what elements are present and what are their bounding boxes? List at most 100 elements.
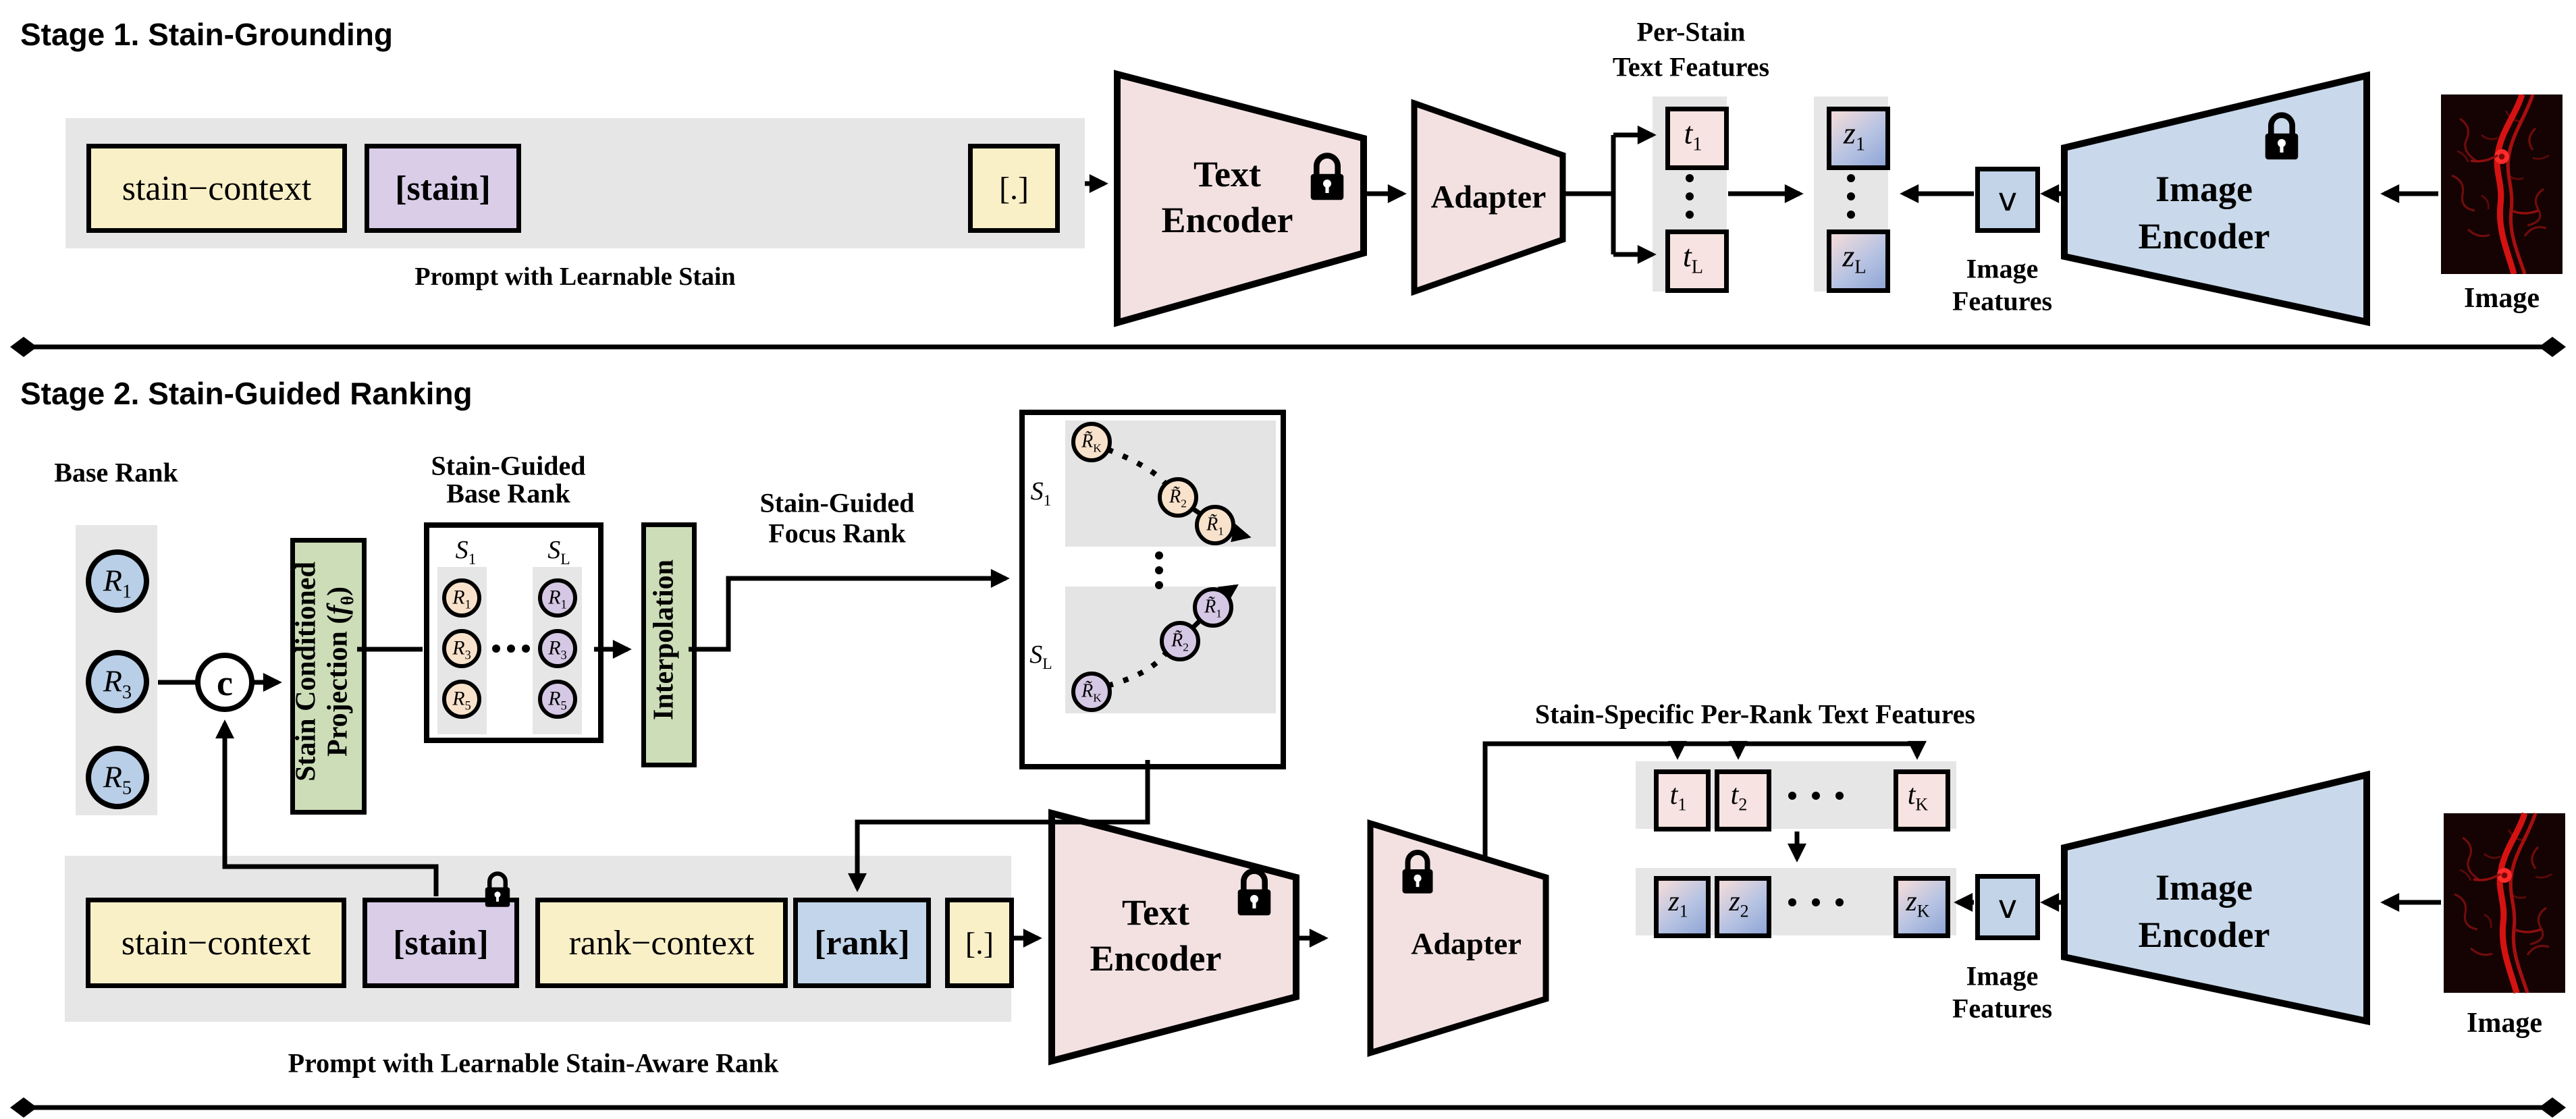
focus-top-arrow	[1231, 524, 1252, 543]
concat-label: c	[217, 663, 233, 703]
stage2-rank-context-label: rank−context	[568, 923, 755, 962]
stage2-stain-token: [stain]	[363, 898, 519, 988]
focus-top-R2-label: R̃2	[1169, 486, 1187, 510]
stage2-image-caption: Image	[2467, 1008, 2542, 1039]
base-rank-node-R3	[86, 650, 149, 713]
focus-bottom-R2	[1160, 621, 1200, 661]
stage-separator-2	[10, 1097, 2566, 1118]
stage1-v-label: v	[1997, 181, 2018, 219]
stage1-text-encoder-line1: Text	[1193, 154, 1262, 194]
stage2-class-token-label: [.]	[965, 925, 994, 960]
stage1-class-token: [.]	[968, 144, 1060, 233]
sg-col1-R5-label: R5	[452, 687, 471, 713]
interpolation-box	[641, 522, 697, 767]
stage2-tK-label: tK	[1907, 780, 1929, 815]
focus-top-dotted-curve	[1106, 447, 1169, 486]
sg-colL-R3-label: R3	[548, 636, 567, 663]
stage1-stain-token: [stain]	[365, 144, 521, 233]
stage2-image-encoder-line2: Encoder	[2138, 915, 2270, 955]
base-rank-label: Base Rank	[54, 457, 178, 488]
lock-icon	[1304, 150, 1351, 204]
stage2-z2-label: z2	[1729, 886, 1749, 921]
stage1-v-box: v	[1975, 167, 2040, 233]
focus-bottom-dotted-curve	[1106, 649, 1170, 688]
stage2-z2-box	[1715, 876, 1771, 938]
sg-base-rank-label-line2: Base Rank	[446, 478, 570, 509]
stage1-text-encoder-shape	[1114, 70, 1367, 327]
arrow-focus-to-rank-token	[848, 760, 1150, 892]
stage2-stain-token-label: [stain]	[393, 923, 489, 962]
stage1-stain-context-token: stain−context	[86, 144, 347, 233]
sg-colL-R5-label: R5	[548, 687, 567, 713]
stage1-zL-box	[1827, 229, 1890, 293]
focus-top-R1-label: R̃1	[1206, 514, 1224, 538]
stage2-rank-token-label: [rank]	[814, 923, 910, 962]
stage1-prompt-caption: Prompt with Learnable Stain	[414, 263, 736, 291]
focus-bottom-RK-label: R̃K	[1081, 680, 1102, 705]
stage2-z1-box	[1654, 876, 1711, 938]
sg-col1-R3-label: R3	[452, 636, 471, 663]
stage2-image-features-line2: Features	[1952, 993, 2053, 1024]
arrow-interpolation-to-focus	[689, 569, 1010, 652]
stage1-zL-label: zL	[1842, 238, 1867, 278]
stage2-zK-box	[1894, 876, 1950, 938]
stage1-stain-context-label: stain−context	[122, 169, 312, 208]
sg-col1-R1	[442, 578, 481, 618]
base-rank-node-R1	[86, 549, 149, 613]
stage2-t2-box	[1715, 769, 1771, 831]
per-rank-label: Stain-Specific Per-Rank Text Features	[1534, 699, 1976, 730]
stage2-t1-label: t1	[1669, 780, 1687, 815]
stage1-tL-label: tL	[1682, 238, 1704, 278]
adapter1-branch	[1563, 135, 1616, 254]
sg-colL-R1	[538, 578, 577, 618]
focus-sL-label: SL	[1029, 640, 1052, 673]
stage1-class-token-label: [.]	[999, 170, 1029, 207]
focus-bottom-R1	[1193, 587, 1233, 628]
focus-s1-label: S1	[1030, 477, 1052, 510]
sg-col1-R5	[442, 680, 481, 719]
stage2-prompt-caption: Prompt with Learnable Stain-Aware Rank	[288, 1047, 779, 1079]
stain-conditioned-projection-box	[290, 538, 367, 815]
stage1-text-encoder-line2: Encoder	[1161, 200, 1293, 240]
microscopy-image	[2441, 93, 2562, 275]
stage1-image-encoder-line2: Encoder	[2138, 216, 2270, 256]
stage1-adapter-label: Adapter	[1430, 179, 1547, 215]
stage1-z1-box	[1827, 107, 1890, 170]
stage2-rank-context-token: rank−context	[535, 898, 788, 988]
stage1-tL-box	[1665, 229, 1729, 293]
stage1-adapter-shape	[1411, 99, 1566, 296]
stage2-title: Stage 2. Stain-Guided Ranking	[20, 376, 473, 411]
lock-icon	[2258, 109, 2305, 163]
arrow-stain-token-to-concat	[215, 719, 439, 896]
focus-bottom-R1-label: R̃1	[1204, 596, 1222, 620]
focus-rank-label-line2: Focus Rank	[768, 518, 906, 549]
stage2-image-encoder-shape	[2061, 770, 2370, 1026]
stage1-image-features-line1: Image	[1966, 253, 2039, 284]
focus-top-RK-label: R̃K	[1081, 431, 1102, 455]
microscopy-image	[2444, 812, 2565, 994]
sg-colL-R3	[538, 629, 577, 668]
stage2-v-box: v	[1975, 874, 2040, 940]
stage2-t2-label: t2	[1730, 780, 1748, 815]
focus-bottom-R2-label: R̃2	[1171, 630, 1189, 654]
stage-separator-1	[10, 337, 2566, 357]
sg-col1-R1-label: R1	[452, 586, 471, 612]
concat-node	[195, 653, 254, 712]
interpolation-label: Interpolation	[648, 559, 680, 721]
stage1-dots	[1686, 174, 1855, 219]
lock-icon	[1231, 865, 1278, 919]
stage1-title: Stage 1. Stain-Grounding	[20, 17, 394, 52]
focus-top-R1	[1195, 505, 1235, 545]
sg-sL-label: SL	[547, 536, 570, 568]
sg-s1-label: S1	[455, 536, 477, 568]
stage2-text-encoder-line2: Encoder	[1090, 938, 1222, 979]
stage2-stain-context-token: stain−context	[86, 898, 346, 988]
base-rank-R1-label: R1	[103, 563, 132, 603]
stage2-image-features-line1: Image	[1966, 960, 2039, 991]
stage1-stain-token-label: [stain]	[395, 169, 491, 208]
base-rank-R3-label: R3	[103, 663, 132, 703]
stage1-t1-label: t1	[1684, 115, 1702, 155]
sg-col1-R3	[442, 629, 481, 668]
sg-colL-R5	[538, 680, 577, 719]
per-stain-label-line2: Text Features	[1612, 51, 1770, 82]
